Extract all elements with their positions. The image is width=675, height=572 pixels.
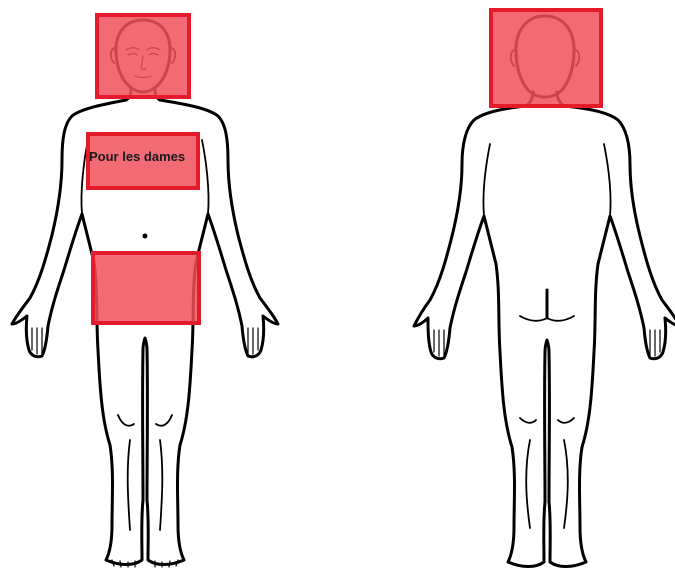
zone-chest-label: Pour les dames (89, 149, 185, 164)
back-inner-arm-left (483, 144, 490, 216)
back-buttock-left (520, 316, 547, 321)
zone-head-back[interactable] (491, 10, 601, 106)
zone-face[interactable] (97, 15, 189, 97)
back-fingers-right (650, 330, 660, 356)
front-fingers-left (32, 328, 42, 354)
back-inner-arm-right (604, 144, 611, 216)
back-knee-left (520, 418, 536, 423)
front-shin-right (160, 440, 162, 530)
front-knee-left (118, 415, 134, 426)
front-inner-arm-right (202, 140, 209, 214)
back-body-outline (414, 106, 675, 567)
front-knee-right (156, 415, 172, 426)
zone-pelvis[interactable] (93, 253, 199, 323)
back-calf-left (526, 440, 530, 528)
back-knee-right (558, 418, 574, 423)
front-fingers-right (248, 328, 258, 354)
back-fingers-left (434, 330, 444, 356)
front-shin-left (128, 440, 130, 530)
back-calf-right (564, 440, 568, 528)
front-navel (143, 234, 148, 239)
back-buttock-right (547, 316, 574, 321)
